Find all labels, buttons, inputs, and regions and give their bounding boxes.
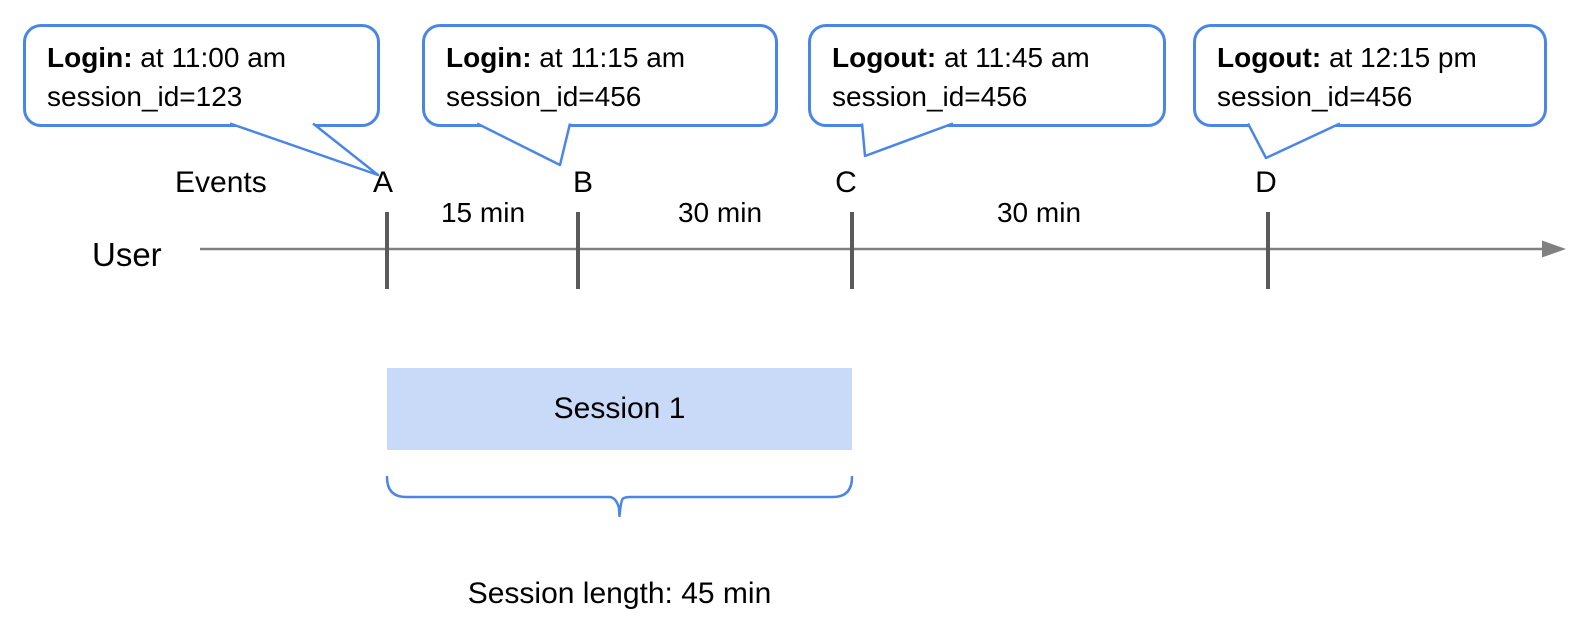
callout-event-time: at 11:00 am [132,42,287,73]
events-label: Events [175,166,267,199]
callout-line-event: Login: at 11:00 am [47,38,367,77]
callout-session-id: session_id=456 [832,81,1028,112]
interval-label-cd: 30 min [996,197,1082,228]
callout-event-time: at 11:45 am [936,42,1090,73]
callout-line-event: Login: at 11:15 am [446,38,765,77]
session-length-label: Session length: 45 min [467,577,772,610]
callout-event-type: Login: [47,42,133,73]
callout-event-type: Logout: [1217,42,1322,73]
callout-tail-d-icon [1246,122,1341,160]
callout-event-time: at 12:15 pm [1321,42,1477,73]
callout-session-id: session_id=123 [47,81,243,112]
callout-bubble-login-a: Login: at 11:00 am session_id=123 [23,24,380,127]
event-label-a: A [372,166,394,199]
callout-bubble-logout-d: Logout: at 12:15 pm session_id=456 [1193,24,1547,127]
callout-event-type: Logout: [832,42,937,73]
event-label-c: C [835,166,857,199]
callout-bubble-logout-c: Logout: at 11:45 am session_id=456 [808,24,1166,127]
callout-session-id: session_id=456 [1217,81,1413,112]
session-1-label: Session 1 [553,392,686,425]
interval-label-bc: 30 min [677,197,763,228]
session-brace-icon [385,475,854,518]
callout-tail-b-icon [476,122,572,167]
callout-line-event: Logout: at 12:15 pm [1217,38,1534,77]
callout-bubble-login-b: Login: at 11:15 am session_id=456 [422,24,778,127]
interval-label-ab: 15 min [440,197,526,228]
session-1-box: Session 1 [387,368,852,450]
timeline-arrowhead-icon [1542,240,1566,258]
callout-tail-c-icon [860,122,954,158]
event-label-d: D [1255,166,1277,199]
callout-event-type: Login: [446,42,532,73]
event-label-b: B [572,166,594,199]
callout-session-id: session_id=456 [446,81,642,112]
callout-line-event: Logout: at 11:45 am [832,38,1153,77]
user-actor-label: User [92,236,162,273]
callout-event-time: at 11:15 am [531,42,686,73]
